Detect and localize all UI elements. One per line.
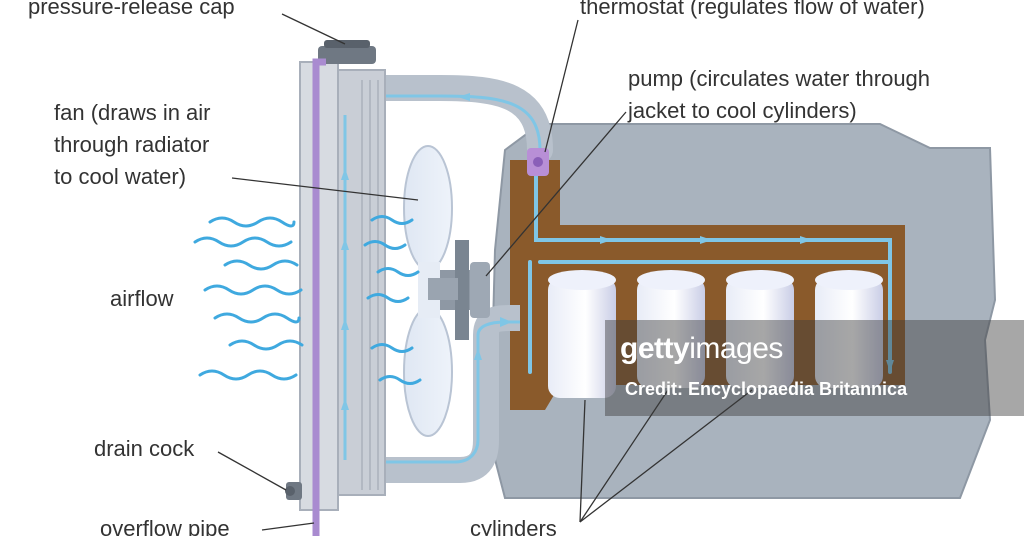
radiator-fins <box>361 80 379 490</box>
pump-label-line2: jacket to cool cylinders) <box>628 98 857 123</box>
leader-lines <box>217 13 753 531</box>
cylinder <box>548 278 616 398</box>
getty-logo: gettyimages <box>620 332 783 365</box>
cylinder <box>726 278 794 388</box>
credit-text: Credit: Encyclopaedia Britannica <box>625 379 908 399</box>
overflow-pipe <box>312 58 326 536</box>
fan-label-line2: through radiator <box>54 132 210 157</box>
pressure-cap-icon <box>318 40 376 64</box>
overflow-pipe-label: overflow pipe <box>100 516 230 536</box>
pump-icon <box>440 240 490 340</box>
fan-icon <box>403 145 458 437</box>
watermark-banner <box>605 320 1024 416</box>
airflow-arrows <box>193 216 304 381</box>
airflow-label: airflow <box>110 286 174 311</box>
pressure-cap-label: pressure-release cap <box>28 0 235 19</box>
thermostat-label: thermostat (regulates flow of water) <box>580 0 925 19</box>
drain-cock-icon <box>285 482 302 500</box>
cylinder <box>637 278 705 388</box>
pump-label-line1: pump (circulates water through <box>628 66 931 91</box>
coolant-arrows <box>600 236 894 372</box>
coolant-channels <box>528 173 892 374</box>
airflow-arrows-behind <box>363 215 422 385</box>
thermostat-icon <box>527 148 549 176</box>
fan-label-line1: fan (draws in air <box>54 100 211 125</box>
cylinders-group <box>548 270 883 398</box>
cylinders-label: cylinders <box>470 516 557 536</box>
cylinder <box>815 278 883 388</box>
fan-label-line3: to cool water) <box>54 164 187 189</box>
drain-cock-label: drain cock <box>94 436 195 461</box>
radiator-core <box>329 69 386 496</box>
